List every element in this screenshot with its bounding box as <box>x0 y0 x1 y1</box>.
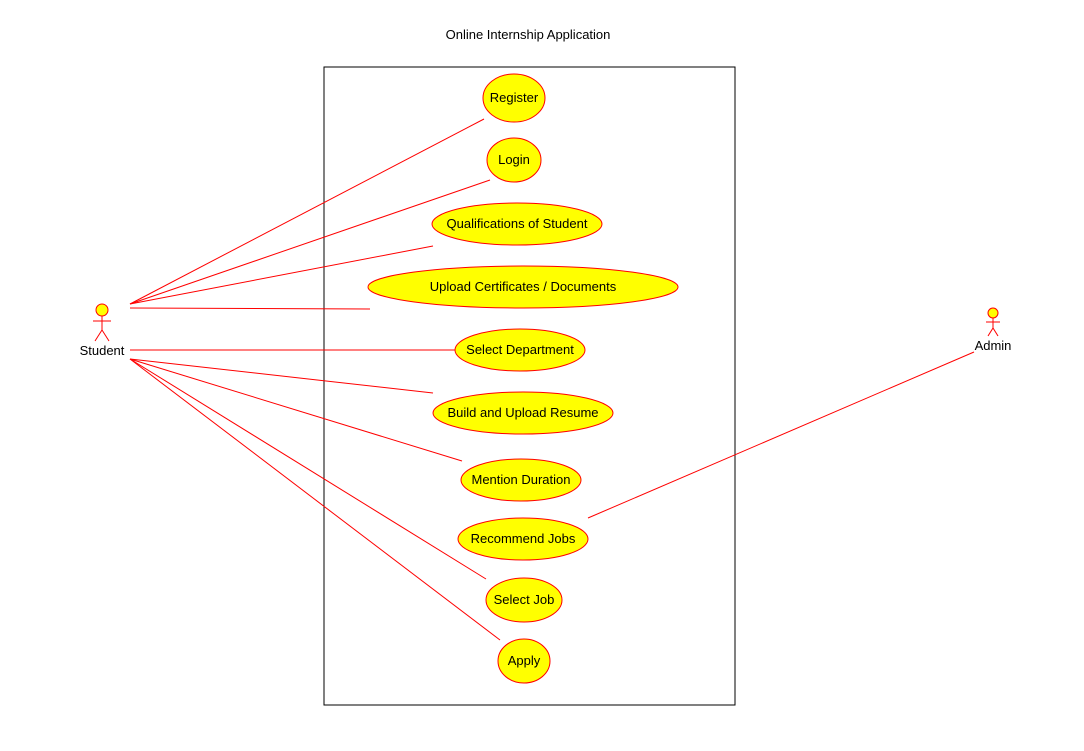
use-case-select-job[interactable]: Select Job <box>485 577 563 623</box>
use-case-shape <box>457 517 589 561</box>
actor-admin[interactable]: Admin <box>975 307 1012 353</box>
diagram-title: Online Internship Application <box>446 27 611 42</box>
association-student-qualifications <box>129 245 434 305</box>
use-case-upload-certificates[interactable]: Upload Certificates / Documents <box>367 265 679 309</box>
association-student-upload-certificates <box>129 307 371 310</box>
use-case-shape <box>454 328 586 372</box>
association-lines <box>129 118 975 641</box>
use-case-shape <box>482 73 546 123</box>
association-student-select-job <box>129 358 487 580</box>
use-case-shape <box>367 265 679 309</box>
use-case-shape <box>431 202 603 246</box>
use-case-label: Select Department <box>466 342 574 357</box>
use-case-apply[interactable]: Apply <box>497 638 551 684</box>
use-case-mention-duration[interactable]: Mention Duration <box>460 458 582 502</box>
use-case-shape <box>432 391 614 435</box>
association-student-apply <box>129 358 501 641</box>
stick-figure-icon <box>986 307 1000 337</box>
system-boundary <box>323 66 736 706</box>
use-case-shape <box>485 577 563 623</box>
use-case-label: Mention Duration <box>472 472 571 487</box>
use-case-register[interactable]: Register <box>482 73 546 123</box>
association-admin-recommend-jobs <box>587 351 975 519</box>
use-case-login[interactable]: Login <box>486 137 542 183</box>
use-case-label: Login <box>498 152 530 167</box>
use-case-recommend-jobs[interactable]: Recommend Jobs <box>457 517 589 561</box>
actor-student[interactable]: Student <box>80 303 125 358</box>
use-case-label: Qualifications of Student <box>447 216 588 231</box>
actor-label: Admin <box>975 338 1012 353</box>
use-case-shape <box>460 458 582 502</box>
use-case-shape <box>486 137 542 183</box>
use-case-label: Register <box>490 90 539 105</box>
use-case-label: Recommend Jobs <box>471 531 576 546</box>
association-student-register <box>129 118 485 305</box>
use-case-label: Apply <box>508 653 541 668</box>
use-case-select-department[interactable]: Select Department <box>454 328 586 372</box>
use-case-shape <box>497 638 551 684</box>
association-student-mention-duration <box>129 358 463 462</box>
association-student-build-resume <box>129 358 434 394</box>
use-case-label: Upload Certificates / Documents <box>430 279 617 294</box>
use-case-build-resume[interactable]: Build and Upload Resume <box>432 391 614 435</box>
stick-figure-icon <box>93 303 111 342</box>
actor-label: Student <box>80 343 125 358</box>
use-case-qualifications[interactable]: Qualifications of Student <box>431 202 603 246</box>
use-case-label: Select Job <box>494 592 555 607</box>
use-case-label: Build and Upload Resume <box>447 405 598 420</box>
association-student-login <box>129 179 491 305</box>
